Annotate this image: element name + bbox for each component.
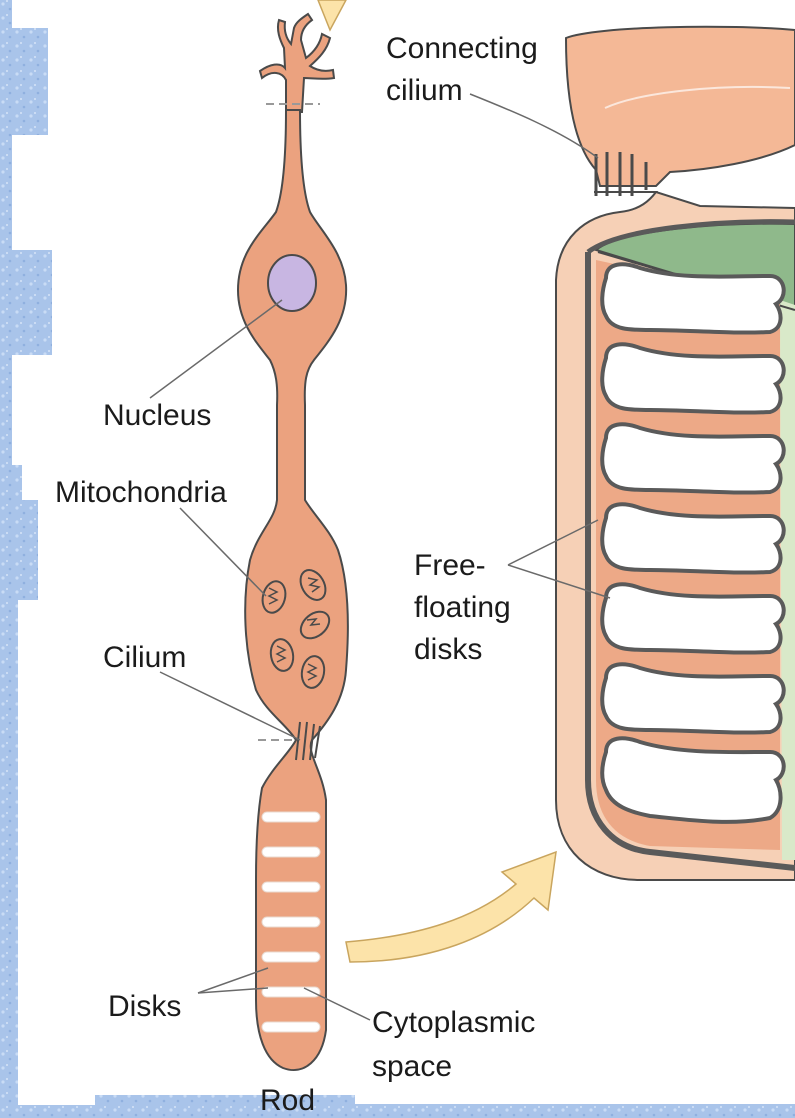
label-connecting-cilium-line2: cilium — [386, 74, 463, 107]
nucleus — [268, 255, 316, 311]
large-disk — [602, 584, 784, 652]
disk — [262, 882, 320, 892]
label-mitochondria: Mitochondria — [55, 476, 227, 509]
label-cytoplasmic-line1: Cytoplasmic — [372, 1006, 535, 1039]
label-free-floating-line1: Free- — [414, 549, 486, 582]
large-disk — [602, 504, 784, 572]
label-free-floating-line3: disks — [414, 633, 482, 666]
label-cytoplasmic-line2: space — [372, 1050, 452, 1083]
large-disk — [602, 264, 784, 332]
bottom-strip — [95, 1104, 795, 1118]
label-free-floating-line2: floating — [414, 591, 511, 624]
large-disk — [602, 424, 784, 492]
large-disk — [602, 738, 784, 822]
large-disk — [602, 664, 784, 732]
disk — [262, 917, 320, 927]
label-connecting-cilium-line1: Connecting — [386, 32, 538, 65]
label-rod: Rod — [260, 1084, 315, 1117]
label-cilium: Cilium — [103, 641, 186, 674]
large-disk — [602, 344, 784, 412]
disk — [262, 952, 320, 962]
disk — [262, 812, 320, 822]
label-nucleus: Nucleus — [103, 399, 211, 432]
label-disks: Disks — [108, 990, 181, 1023]
disk — [262, 1022, 320, 1032]
disk — [262, 847, 320, 857]
